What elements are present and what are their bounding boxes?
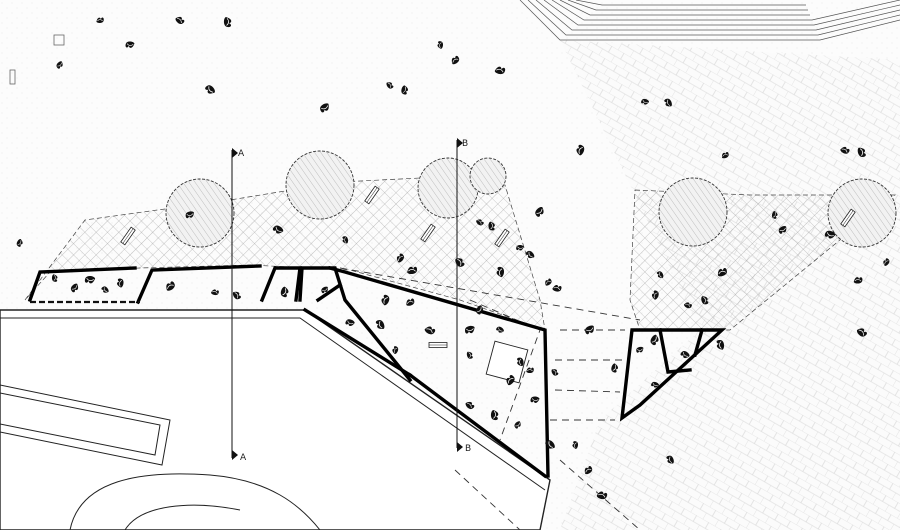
tree-canopy-icon	[469, 157, 507, 195]
section-line-a: A A	[231, 148, 247, 463]
section-label-a-top: A	[238, 149, 245, 159]
section-arrow-icon	[457, 442, 463, 452]
plaza-square-feature	[485, 340, 529, 384]
tree-canopy-icon	[165, 178, 235, 248]
section-label-a-bottom: A	[240, 453, 247, 463]
planter-walls	[27, 264, 727, 479]
section-arrow-icon	[457, 138, 463, 148]
tree-canopy-icon	[417, 157, 479, 219]
terrace-steps	[519, 0, 900, 41]
section-arrow-icon	[232, 148, 238, 158]
tree-canopy-icon	[285, 150, 355, 220]
marker-square	[53, 34, 65, 46]
building-edge-line	[0, 317, 546, 491]
bench-symbol-icon	[428, 342, 448, 348]
elongated-planter	[0, 384, 171, 466]
section-line-b: B B	[456, 138, 471, 454]
section-label-b-bottom: B	[465, 444, 471, 454]
curved-structure	[69, 473, 321, 530]
tree-canopies	[165, 150, 897, 248]
tree-canopy-icon	[658, 177, 728, 247]
hatched-planting-zone-left	[24, 177, 546, 331]
tree-canopy-icon	[827, 178, 897, 248]
section-label-b-top: B	[462, 139, 468, 149]
building-mass	[0, 309, 551, 530]
marker-rect	[9, 69, 16, 85]
section-arrow-icon	[232, 450, 238, 460]
